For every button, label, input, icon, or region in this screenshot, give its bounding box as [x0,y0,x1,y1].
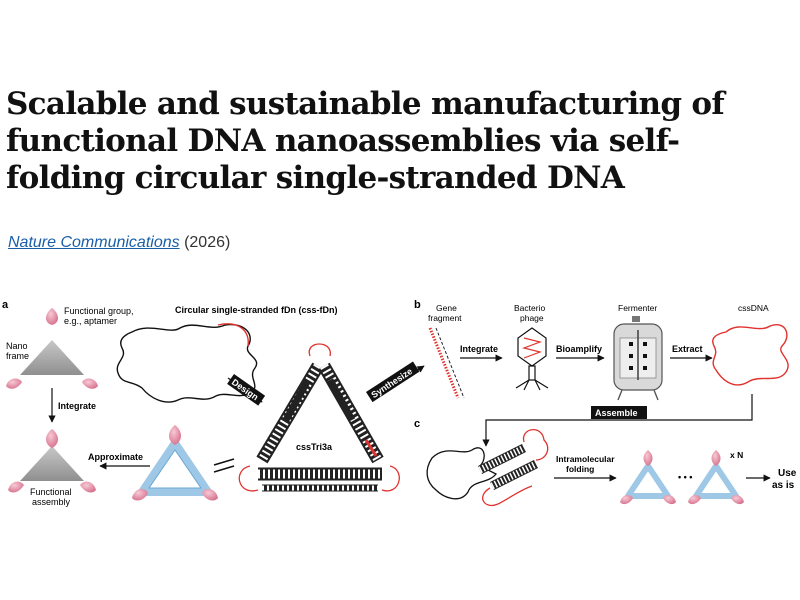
bacteriophage-label-line1: Bacterio [514,303,545,313]
synthesize-label-box [366,361,420,403]
times-n-label: x N [730,450,743,460]
csstri3a-structure [238,343,400,492]
assembly-top-petal-icon [46,429,58,448]
integrate-label-b: Integrate [460,344,498,354]
panel-a-letter: a [2,299,9,311]
folded-2-top-petal-icon [711,450,721,466]
synthesize-label: Synthesize [369,366,414,400]
folded-2-right-petal-icon [731,494,744,505]
functional-assembly-triangle [20,446,84,481]
gene-fragment-label-line2: fragment [428,313,462,323]
nano-frame-label-line1: Nano [6,341,28,351]
assemble-label: Assemble [595,408,638,418]
folded-1-right-petal-icon [663,494,676,505]
right-petal-icon [82,378,98,389]
helix-left-petal-icon [132,488,148,501]
helix-top-petal-icon [169,425,181,445]
aptamer-petal-icon [46,308,58,325]
use-label: Use [778,468,797,479]
css-fdn-title: Circular single-stranded fDn (css-fDn) [175,305,338,315]
panel-b-letter: b [414,299,421,311]
folding-label: folding [566,464,594,474]
gene-fragment-label-line1: Gene [436,303,457,313]
extract-label: Extract [672,344,703,354]
folded-triangle-2 [688,450,744,505]
functional-group-example: e.g., aptamer [64,316,117,326]
circular-ssdna-strand [116,323,258,403]
bacteriophage-label-line2: phage [520,313,544,323]
panel-c-letter: c [414,418,420,430]
circular-ssdna-red-segment [217,323,249,347]
left-petal-icon [6,378,22,389]
cssdna-label: cssDNA [738,303,769,313]
design-label-box [227,374,266,406]
gene-fragment-icon [428,327,465,399]
assemble-label-box [591,406,647,419]
publication-year: (2026) [184,234,231,251]
approximate-label: Approximate [88,452,143,462]
journal-link[interactable]: Nature Communications [8,234,180,251]
fermenter-icon [613,316,663,401]
bioamplify-label: Bioamplify [556,344,602,354]
assembly-left-petal-icon [8,481,24,493]
folded-1-left-petal-icon [620,494,633,505]
helix-triangle-assembly [132,425,218,501]
intramolecular-label: Intramolecular [556,454,615,464]
folded-1-top-petal-icon [643,450,653,466]
as-is-label: as is [772,480,795,491]
bacteriophage-icon [515,327,549,391]
integrate-label: Integrate [58,401,96,411]
nano-frame-triangle [20,340,84,375]
assembly-right-petal-icon [80,481,96,493]
folded-triangle-1 [620,450,676,505]
approximately-equal-icon [213,458,235,473]
fermenter-label: Fermenter [618,303,657,313]
folding-cssdna-structure [426,429,549,507]
citation: Nature Communications (2026) [8,234,230,252]
figure-schematic: a Functional group, e.g., aptamer Nano f… [2,299,797,507]
nano-frame-label-line2: frame [6,351,29,361]
functional-assembly-label-line1: Functional [30,487,72,497]
ellipsis-label: • • • [678,472,692,482]
folded-2-left-petal-icon [688,494,701,505]
article-title: Scalable and sustainable manufacturing o… [6,86,725,196]
functional-assembly-label-line2: assembly [32,497,71,507]
cssdna-strand [712,324,789,386]
functional-group-label: Functional group, [64,306,134,316]
assemble-connector-arrow [482,394,753,447]
csstri3a-label: cssTri3a [296,442,333,452]
helix-right-petal-icon [202,488,218,501]
